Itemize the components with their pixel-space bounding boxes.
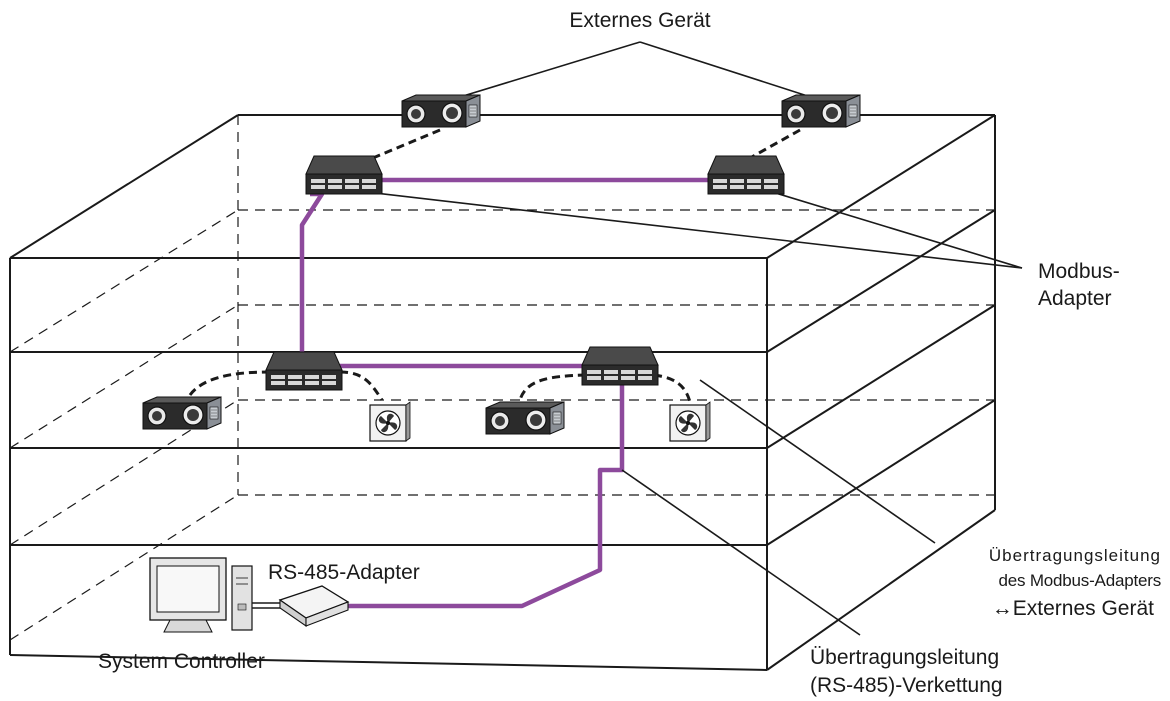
modbus-link-label-line2: des Modbus-Adapters	[998, 571, 1161, 590]
rs485-adapter-label: RS-485-Adapter	[268, 561, 420, 584]
leader-lines	[365, 41, 1023, 636]
modbus-adapter-icon	[581, 346, 659, 386]
external-device-icon	[781, 94, 861, 128]
external-device-icon	[142, 396, 222, 430]
rs485-chain-label-line1: Übertragungsleitung	[810, 646, 999, 669]
rs485-adapter-icon	[278, 585, 350, 628]
modbus-adapter-label-line1: Modbus-	[1038, 260, 1120, 283]
building-frame	[9, 114, 996, 671]
modbus-device-links	[186, 128, 801, 403]
modbus-adapter-icon	[707, 155, 785, 195]
external-device-icon	[401, 94, 481, 128]
rs485-chain-label-line2: (RS-485)-Verkettung	[810, 674, 1003, 697]
modbus-link-label-line1: Übertragungsleitung	[989, 546, 1161, 565]
exhaust-fan-icon	[669, 401, 711, 442]
modbus-adapter-label-line2: Adapter	[1038, 287, 1112, 310]
external-device-icon	[485, 401, 565, 435]
modbus-link-label-line3: ↔Externes Gerät	[992, 597, 1154, 620]
modbus-adapter-icon	[265, 351, 343, 391]
exhaust-fan-icon	[369, 401, 411, 442]
system-controller-label: System Controller	[98, 650, 265, 673]
rs485-link-to-pc-adapter	[345, 380, 625, 609]
external-device-label: Externes Gerät	[569, 9, 710, 32]
rs485-transmission-line	[299, 191, 325, 360]
modbus-adapter-icon	[305, 155, 383, 195]
system-controller-pc-icon	[149, 557, 253, 633]
